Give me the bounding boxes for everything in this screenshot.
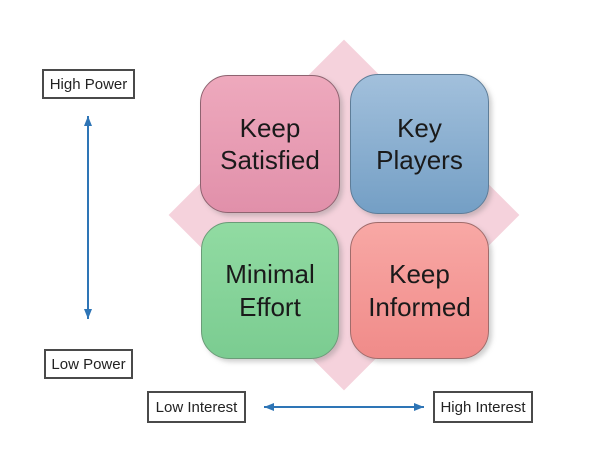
quadrant-keep-informed-label: Keep Informed: [368, 259, 471, 322]
quadrant-key-players-label: Key Players: [376, 112, 463, 176]
quadrant-keep-informed: Keep Informed: [350, 222, 489, 359]
quadrant-minimal-effort: Minimal Effort: [201, 222, 339, 359]
quadrant-keep-satisfied-label: Keep Satisfied: [220, 112, 320, 176]
low-power-label: Low Power: [51, 355, 126, 373]
high-power-label-box: High Power: [42, 69, 135, 99]
quadrant-key-players: Key Players: [350, 74, 489, 214]
low-power-label-box: Low Power: [44, 349, 133, 379]
quadrant-keep-satisfied: Keep Satisfied: [200, 75, 340, 213]
quadrant-minimal-effort-label: Minimal Effort: [225, 259, 315, 322]
high-interest-label-box: High Interest: [433, 391, 533, 423]
high-power-label: High Power: [49, 75, 128, 93]
high-interest-label: High Interest: [440, 398, 526, 416]
low-interest-label: Low Interest: [155, 398, 238, 416]
low-interest-label-box: Low Interest: [147, 391, 246, 423]
